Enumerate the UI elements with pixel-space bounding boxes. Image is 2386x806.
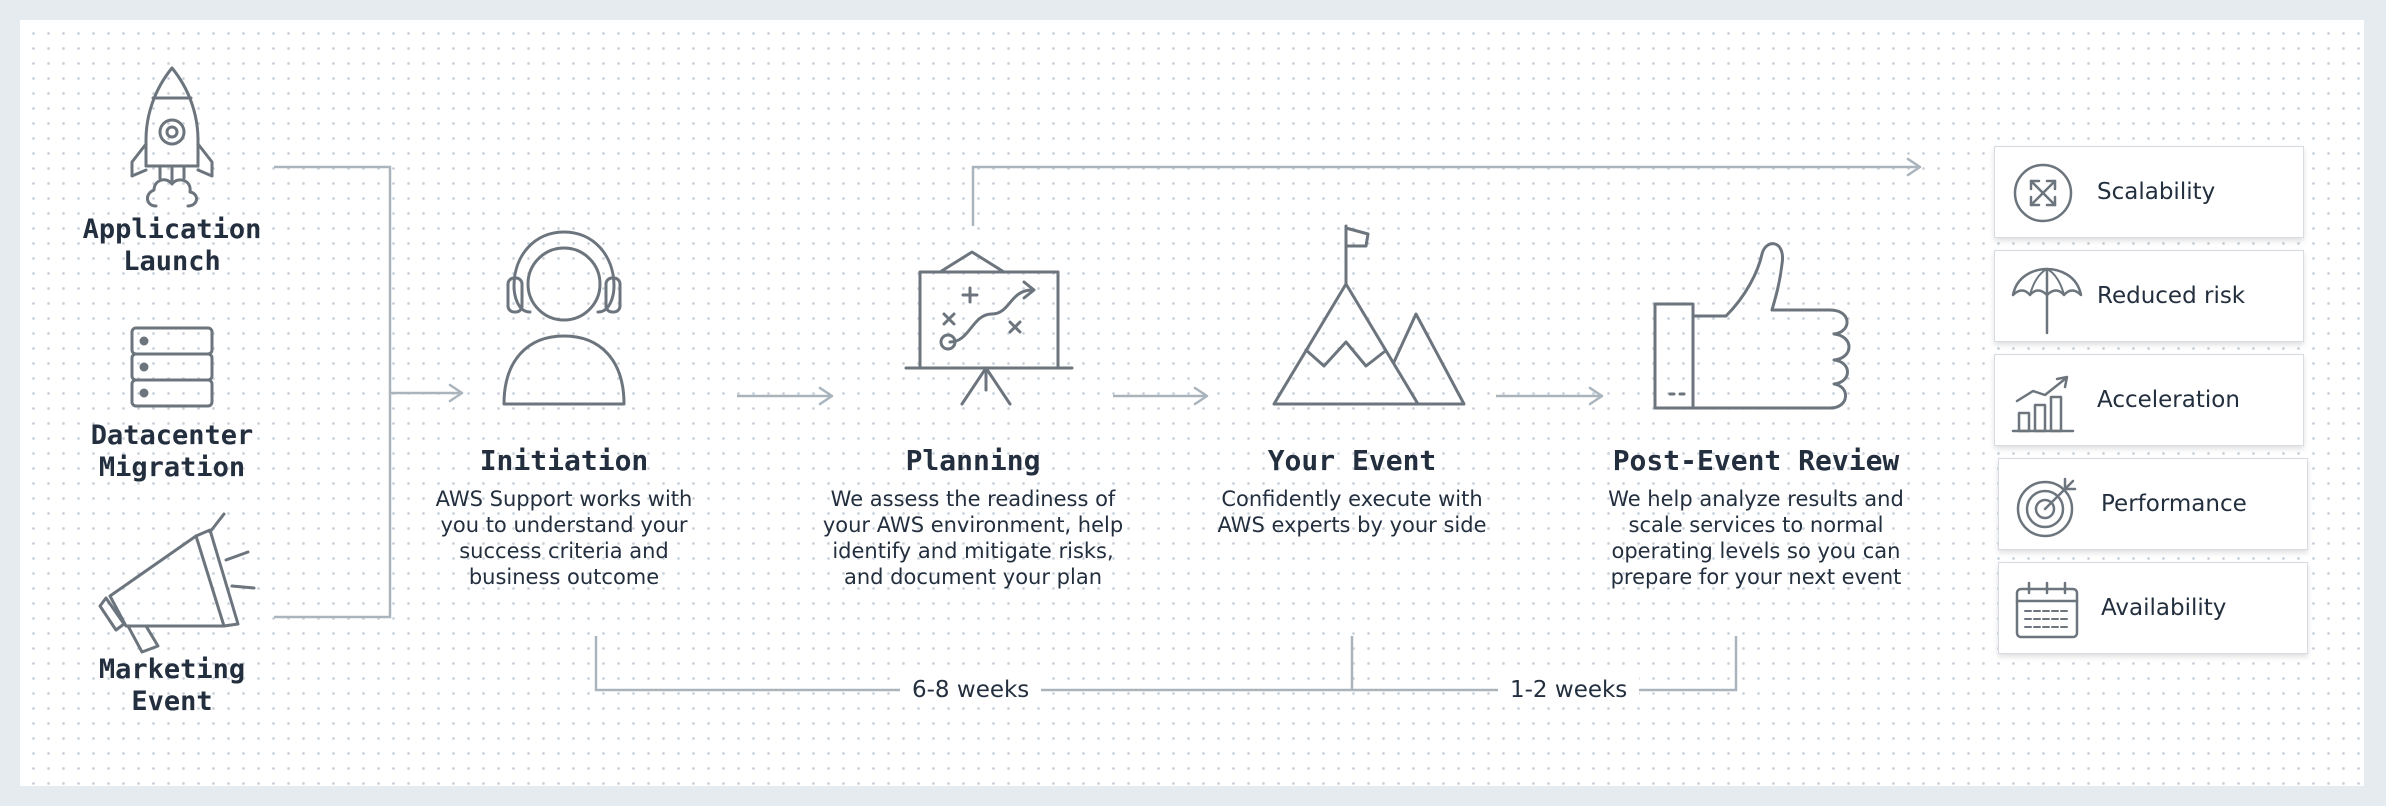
phase-description-post-event-review: We help analyze results and scale servic… (1608, 487, 1904, 589)
phase-title-post-event-review: Post-Event Review (1612, 444, 1900, 477)
timeline-bracket (594, 636, 1738, 692)
umbrella-icon (2011, 267, 2083, 335)
source-label-line: Event (131, 686, 213, 717)
phase-arrow-1 (737, 386, 834, 406)
scale-arrows-icon (2013, 163, 2073, 223)
growth-chart-icon (2011, 375, 2075, 433)
diagram-panel: Application Launch Datacenter Migration … (20, 20, 2364, 786)
outcome-card-performance: Performance (1998, 458, 2308, 550)
phase-description-planning: We assess the readiness of your AWS envi… (822, 487, 1124, 589)
duration-label-planning: 6-8 weeks (900, 675, 1042, 705)
phase-description-initiation: AWS Support works with you to understand… (435, 487, 693, 589)
diagram-canvas (98, 66, 1922, 692)
phase-title-your-event: Your Event (1267, 444, 1437, 477)
source-label-datacenter-migration: Datacenter Migration (52, 420, 292, 484)
phase-description-your-event: Confidently execute with AWS experts by … (1217, 487, 1487, 537)
source-label-application-launch: Application Launch (52, 214, 292, 278)
megaphone-icon (98, 512, 256, 654)
phase-title-initiation: Initiation (479, 444, 649, 477)
phase-title-planning: Planning (905, 444, 1041, 477)
outcome-card-scalability: Scalability (1994, 146, 2304, 238)
outcome-card-acceleration: Acceleration (1994, 354, 2304, 446)
outcome-label: Performance (2101, 491, 2247, 517)
rocket-icon (130, 66, 214, 208)
outcomes-arrow (971, 157, 1922, 226)
strategy-board-icon (904, 250, 1074, 406)
source-label-line: Application (82, 214, 262, 245)
calendar-icon (2015, 581, 2079, 639)
outcome-label: Acceleration (2097, 387, 2240, 413)
outcome-label: Availability (2101, 595, 2227, 621)
duration-label-event: 1-2 weeks (1498, 675, 1640, 705)
headset-person-icon (502, 230, 626, 406)
thumbs-up-icon (1653, 242, 1851, 410)
source-merge-connector (274, 165, 464, 619)
outcome-label: Scalability (2097, 179, 2216, 205)
source-label-line: Migration (98, 452, 246, 483)
phase-arrow-2 (1113, 386, 1209, 406)
phase-arrow-3 (1496, 386, 1604, 406)
mountain-flag-icon (1272, 224, 1466, 406)
target-icon (2016, 477, 2077, 538)
outcome-card-reduced-risk: Reduced risk (1994, 250, 2304, 342)
source-label-line: Launch (123, 246, 221, 277)
server-icon (130, 326, 214, 408)
outcome-label: Reduced risk (2097, 283, 2246, 309)
outcome-card-availability: Availability (1998, 562, 2308, 654)
source-label-line: Marketing (98, 654, 246, 685)
source-label-marketing-event: Marketing Event (52, 654, 292, 718)
source-label-line: Datacenter (90, 420, 254, 451)
